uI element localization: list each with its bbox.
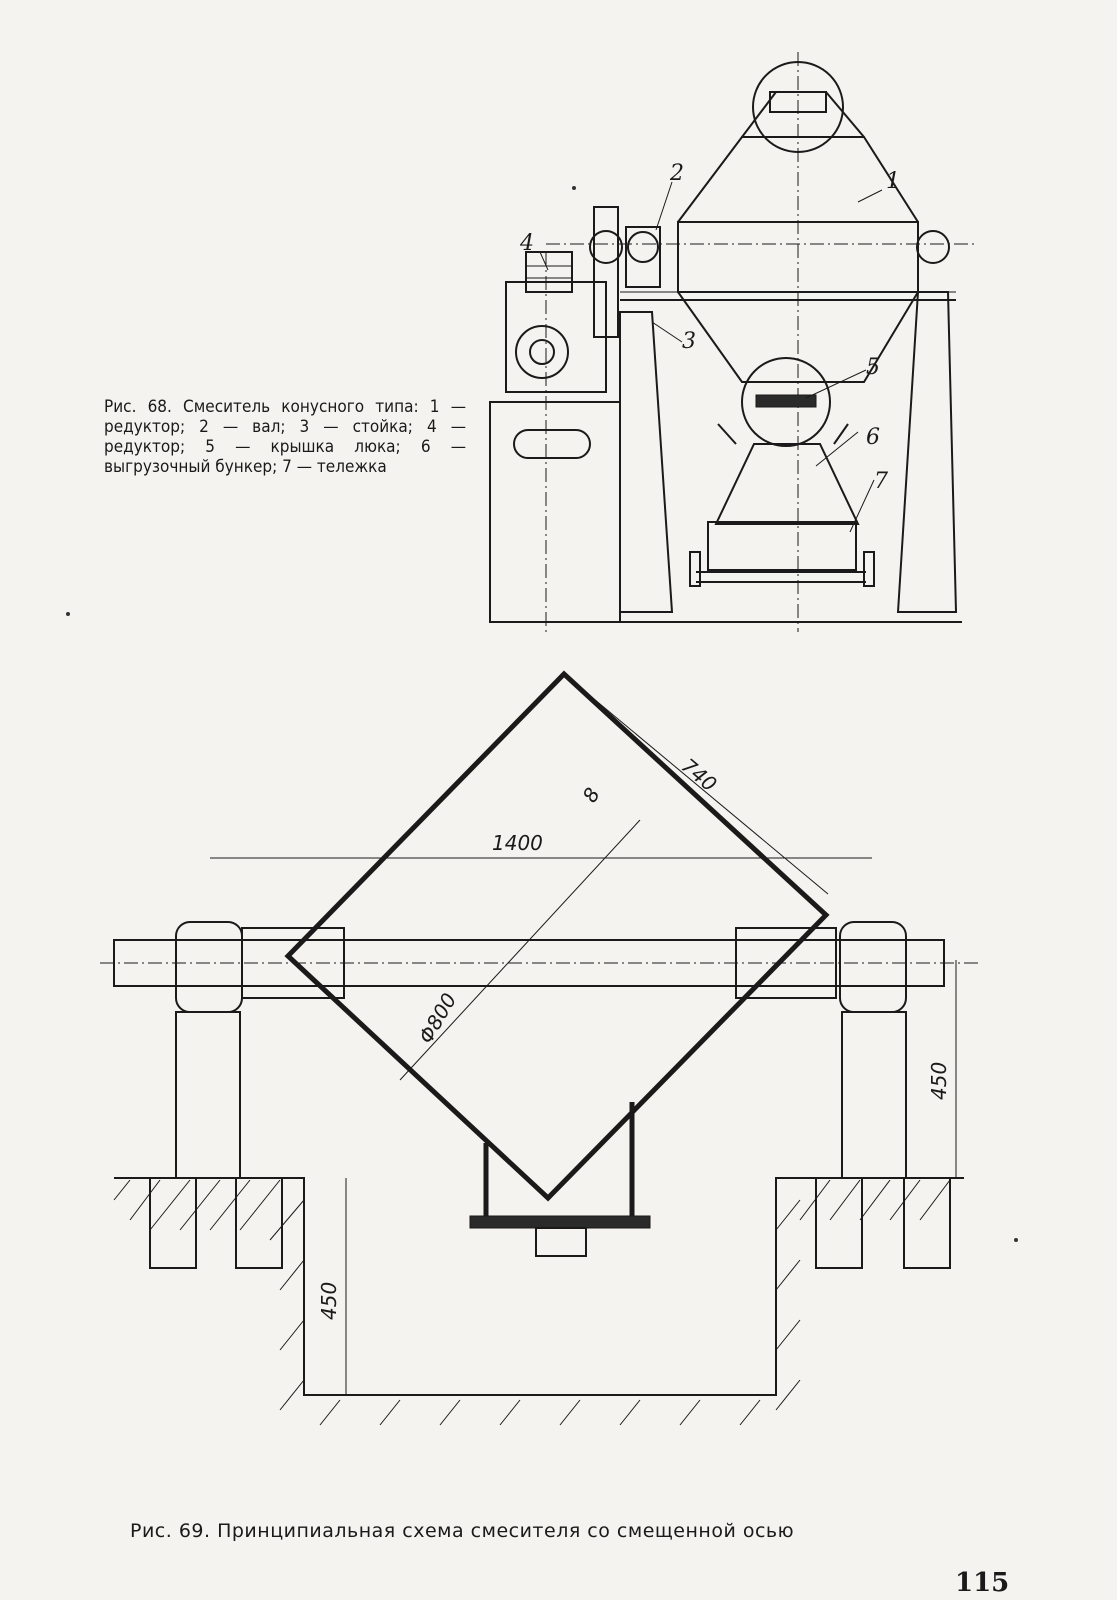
print-speck (1014, 1238, 1018, 1242)
dim-length: 740 (677, 753, 722, 796)
callout-6: 6 (866, 425, 880, 450)
dim-depth-pit: 450 (317, 1282, 341, 1320)
dim-height-right: 450 (927, 1062, 951, 1100)
figure-68-drawing: 1 2 3 4 5 6 7 (486, 52, 978, 632)
figure-69-drawing: 740 8 1400 Φ800 450 450 (100, 660, 980, 1440)
callout-5: 5 (866, 355, 880, 380)
print-speck (572, 186, 576, 190)
page-number: 115 (955, 1568, 1010, 1598)
callout-4: 4 (519, 231, 534, 256)
callout-2: 2 (669, 161, 684, 186)
figure-68-caption: Рис. 68. Смеситель конусного типа: 1 — р… (104, 397, 466, 477)
figure-69-caption: Рис. 69. Принципиальная схема смесителя … (130, 1520, 795, 1542)
dim-span: 1400 (492, 831, 543, 855)
dim-diameter: Φ800 (414, 989, 462, 1048)
dim-wall: 8 (578, 783, 605, 806)
callout-7: 7 (874, 469, 888, 494)
callout-1: 1 (886, 169, 900, 194)
callout-3: 3 (682, 329, 696, 354)
print-speck (66, 612, 70, 616)
